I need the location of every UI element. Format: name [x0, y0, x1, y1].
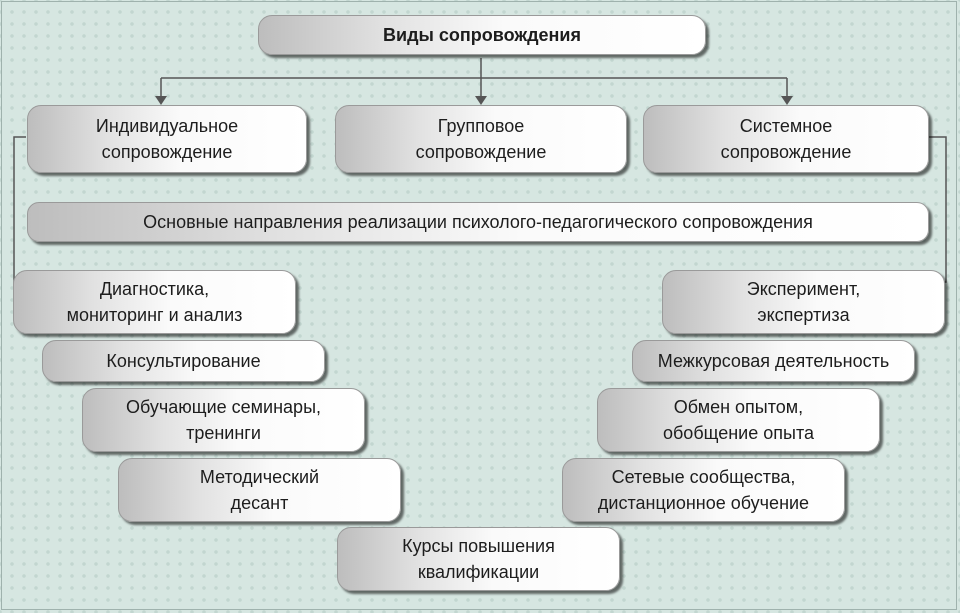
left-item-diagnostics: Диагностика, мониторинг и анализ — [13, 270, 296, 334]
type-system-label: Системное сопровождение — [720, 116, 852, 162]
diagram-title: Виды сопровождения — [383, 25, 581, 45]
center-item-courses: Курсы повышения квалификации — [337, 527, 620, 591]
directions-header-box: Основные направления реализации психолог… — [27, 202, 929, 242]
directions-header: Основные направления реализации психолог… — [143, 212, 813, 232]
right-item-experience-label: Обмен опытом, обобщение опыта — [662, 397, 814, 443]
left-item-seminars-label: Обучающие семинары, тренинги — [125, 397, 322, 443]
right-item-networks: Сетевые сообщества, дистанционное обучен… — [562, 458, 845, 522]
left-item-seminars: Обучающие семинары, тренинги — [82, 388, 365, 452]
left-item-methodical: Методический десант — [118, 458, 401, 522]
right-item-experience: Обмен опытом, обобщение опыта — [597, 388, 880, 452]
type-individual-box: Индивидуальное сопровождение — [27, 105, 307, 173]
type-individual-label: Индивидуальное сопровождение — [95, 116, 239, 162]
type-group-label: Групповое сопровождение — [415, 116, 547, 162]
right-item-experiment: Эксперимент, экспертиза — [662, 270, 945, 334]
right-item-intercourse-label: Межкурсовая деятельность — [657, 351, 890, 371]
left-item-methodical-label: Методический десант — [199, 467, 320, 513]
diagram-title-box: Виды сопровождения — [258, 15, 706, 55]
left-item-consulting-label: Консультирование — [106, 351, 261, 371]
type-group-box: Групповое сопровождение — [335, 105, 627, 173]
type-system-box: Системное сопровождение — [643, 105, 929, 173]
right-item-networks-label: Сетевые сообщества, дистанционное обучен… — [597, 467, 810, 513]
left-item-consulting: Консультирование — [42, 340, 325, 382]
right-item-experiment-label: Эксперимент, экспертиза — [746, 279, 861, 325]
right-item-intercourse: Межкурсовая деятельность — [632, 340, 915, 382]
center-item-courses-label: Курсы повышения квалификации — [402, 536, 555, 582]
left-item-diagnostics-label: Диагностика, мониторинг и анализ — [66, 279, 243, 325]
